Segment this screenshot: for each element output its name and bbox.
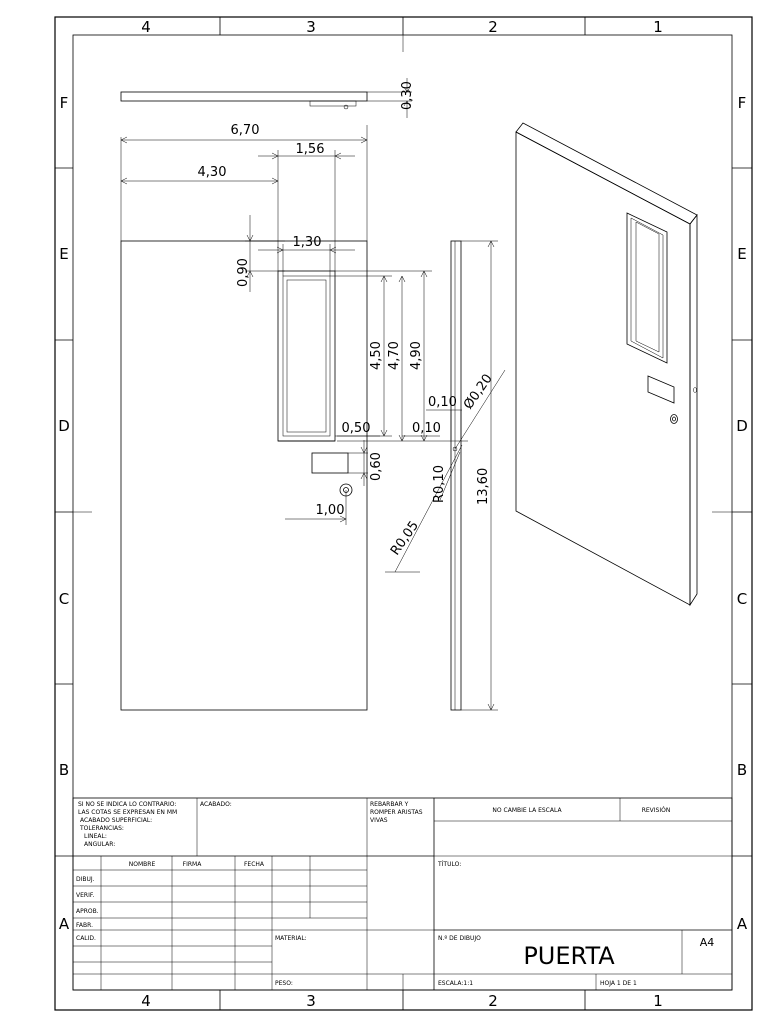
finish-label: ACABADO: <box>200 801 232 808</box>
zone-labels-right: F E D C B A <box>736 94 748 933</box>
zone-labels-top: 4 3 2 1 <box>141 18 663 36</box>
row-aprob: APROB. <box>76 908 99 915</box>
deburr-line-2: ROMPER ARISTAS <box>370 809 423 816</box>
dim-050: 0,50 <box>342 421 371 436</box>
dim-h450: 4,50 <box>369 341 384 370</box>
front-view <box>120 240 368 711</box>
revision-label: REVISIÓN <box>642 807 671 814</box>
dim-top-gap: 0,90 <box>236 258 251 287</box>
side-dimensions: 13,60 0,10 Ø0,20 R0,05 R0,10 <box>385 240 506 711</box>
sheet-number: HOJA 1 DE 1 <box>600 980 637 987</box>
no-scale-note: NO CAMBIE LA ESCALA <box>492 807 562 814</box>
side-view <box>450 240 462 711</box>
dim-h490: 4,90 <box>409 341 424 370</box>
zone-left-E: E <box>59 245 68 263</box>
zone-bottom-4: 4 <box>141 992 151 1010</box>
dim-diameter: Ø0,20 <box>461 372 496 413</box>
drawing-number-label: N.º DE DIBUJO <box>438 935 481 942</box>
zone-right-E: E <box>737 245 746 263</box>
note-line-2: LAS COTAS SE EXPRESAN EN MM <box>78 809 177 816</box>
zone-bottom-3: 3 <box>306 992 316 1010</box>
sheet-size: A4 <box>700 936 715 949</box>
dim-window-width: 1,56 <box>296 142 325 157</box>
row-verif: VERIF. <box>76 892 94 899</box>
dim-060: 0,60 <box>369 452 384 481</box>
zone-bottom-2: 2 <box>488 992 498 1010</box>
dim-100: 1,00 <box>316 503 345 518</box>
zone-left-F: F <box>60 94 69 112</box>
top-view: 0,30 <box>120 78 415 118</box>
col-signature: FIRMA <box>183 861 203 868</box>
dim-window-frame: 1,30 <box>293 235 322 250</box>
dim-height-total: 13,60 <box>476 468 491 505</box>
zone-labels-left: F E D C B A <box>58 94 70 933</box>
row-calid: CALID. <box>76 935 96 942</box>
deburr-line-1: REBARBAR Y <box>370 801 409 808</box>
inner-border <box>72 34 733 991</box>
dim-010-b: 0,10 <box>412 421 441 436</box>
zone-left-C: C <box>59 590 69 608</box>
title-block: SI NO SE INDICA LO CONTRARIO: LAS COTAS … <box>72 797 733 991</box>
zone-left-A: A <box>59 915 70 933</box>
isometric-view <box>515 122 698 607</box>
outer-border <box>54 16 753 1011</box>
dim-010-a: 0,10 <box>428 395 457 410</box>
scale-label: ESCALA:1:1 <box>438 980 473 987</box>
note-line-4: TOLERANCIAS: <box>79 825 124 832</box>
zone-left-D: D <box>58 417 70 435</box>
col-name: NOMBRE <box>129 861 156 868</box>
zone-right-D: D <box>736 417 748 435</box>
dim-window-offset: 4,30 <box>198 165 227 180</box>
drawing-name: PUERTA <box>523 942 615 970</box>
zone-bottom-1: 1 <box>653 992 663 1010</box>
zone-top-3: 3 <box>306 18 316 36</box>
dim-h470: 4,70 <box>387 341 402 370</box>
dim-overall-width: 6,70 <box>231 123 260 138</box>
note-line-6: ANGULAR: <box>84 841 115 848</box>
zone-right-C: C <box>737 590 747 608</box>
weight-label: PESO: <box>275 980 293 987</box>
zone-right-F: F <box>738 94 747 112</box>
row-fabr: FABR. <box>76 922 93 929</box>
dim-thickness: 0,30 <box>400 81 415 110</box>
zone-dividers <box>55 17 752 1010</box>
dim-r010: R0,10 <box>432 465 447 503</box>
row-dibuj: DIBUJ. <box>76 876 95 883</box>
note-line-3: ACABADO SUPERFICIAL: <box>80 817 152 824</box>
zone-left-B: B <box>59 761 69 779</box>
dim-r005: R0,05 <box>388 519 422 559</box>
zone-top-4: 4 <box>141 18 151 36</box>
zone-right-B: B <box>737 761 747 779</box>
col-date: FECHA <box>244 861 265 868</box>
front-dimensions: 6,70 1,56 4,30 1,30 0,90 <box>120 123 441 525</box>
zone-labels-bottom: 4 3 2 1 <box>141 992 663 1010</box>
zone-top-1: 1 <box>653 18 663 36</box>
material-label: MATERIAL: <box>275 935 307 942</box>
zone-top-2: 2 <box>488 18 498 36</box>
note-line-1: SI NO SE INDICA LO CONTRARIO: <box>78 801 176 808</box>
note-line-5: LINEAL: <box>84 833 107 840</box>
zone-right-A: A <box>737 915 748 933</box>
deburr-line-3: VIVAS <box>370 817 388 824</box>
title-label: TÍTULO: <box>437 861 461 868</box>
